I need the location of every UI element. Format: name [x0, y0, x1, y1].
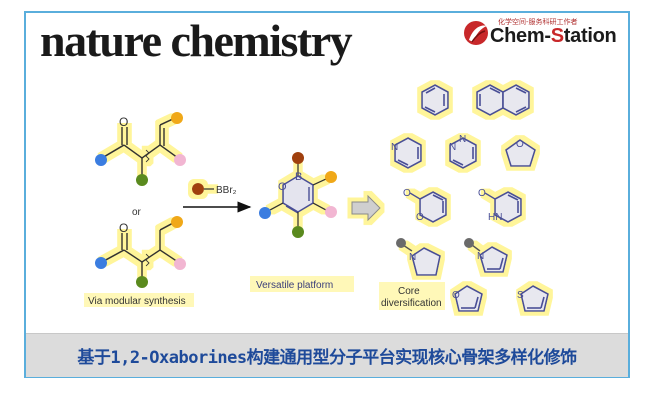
pyridazine-n2-label: N	[459, 134, 466, 145]
substituent-pink	[325, 206, 337, 218]
thiophene-ring-icon	[520, 285, 549, 312]
pyridone-nh-label: HN	[488, 212, 502, 223]
substituent-blue	[95, 257, 107, 269]
benzene-ring-icon	[421, 84, 449, 116]
precursor-or-label: or	[132, 207, 142, 218]
precursor-caption: Via modular synthesis	[88, 296, 186, 307]
precursor-alkene	[101, 117, 179, 178]
naphthalene-ring-icon	[476, 84, 530, 116]
pyranone-carbonyl-o-label: O	[403, 188, 411, 199]
substituent-brown	[192, 183, 204, 195]
substituent-green	[136, 276, 148, 288]
reagent-label: BBr₂	[216, 185, 237, 196]
core-caption-line2: diversification	[381, 298, 442, 309]
substituent-orange	[325, 171, 337, 183]
caption-highlight	[379, 282, 445, 310]
logo-name-prefix: Chem-	[490, 25, 551, 47]
substituent-blue	[95, 154, 107, 166]
caption-highlight	[84, 293, 194, 307]
pyrrole-n-label: N	[477, 251, 484, 262]
caption-banner: 基于1,2-Oxaborines构建通用型分子平台实现核心骨架多样化修饰	[26, 333, 628, 377]
substituent-green	[292, 226, 304, 238]
reaction-scheme: O or O Via modular synthesis BBr₂	[84, 84, 549, 312]
substituent-grey	[464, 238, 474, 248]
precursor2-carbonyl-oxygen: O	[119, 221, 128, 235]
caption-highlight	[250, 276, 354, 292]
substituent-blue	[259, 207, 271, 219]
core-caption-line1: Core	[398, 286, 420, 297]
pyranone-ring-icon	[409, 191, 447, 223]
logo-tagline: 化学空间-服务科研工作者	[498, 18, 578, 26]
pyridone-carbonyl-o-label: O	[478, 188, 486, 199]
logo-name-accent: S	[550, 25, 564, 47]
pyridine-n-label: N	[391, 142, 398, 153]
figure-frame	[24, 11, 630, 378]
pyridone-ring-icon	[484, 191, 522, 223]
reagent-group	[192, 183, 214, 195]
precursor-alkyl	[101, 221, 179, 280]
logo-name: Chem-Station	[490, 25, 617, 48]
pyrrole-ring-icon	[471, 244, 508, 273]
thf-o-label: O	[516, 139, 524, 150]
precursor1-carbonyl-oxygen: O	[119, 115, 128, 129]
pyridine-ring-icon	[394, 137, 422, 169]
logo-name-suffix: tation	[563, 25, 617, 47]
platform-caption: Versatile platform	[256, 280, 333, 291]
substituent-orange	[171, 112, 183, 124]
pyrrolidine-n-label: N	[409, 252, 416, 263]
thiophene-s-label: S	[517, 290, 524, 301]
pyridazine-n1-label: N	[449, 142, 456, 153]
tetrahydrofuran-ring-icon	[505, 139, 536, 167]
furan-ring-icon	[454, 285, 483, 312]
substituent-pink	[174, 154, 186, 166]
furan-o-label: O	[452, 290, 460, 301]
chem-station-swirl-icon	[464, 21, 488, 45]
substituent-grey	[396, 238, 406, 248]
substituent-brown	[292, 152, 304, 164]
platform-boron-label: B	[295, 171, 302, 183]
platform-oxygen-label: O	[278, 181, 287, 193]
pyranone-ring-o-label: O	[416, 212, 424, 223]
substituent-pink	[174, 258, 186, 270]
chem-station-logo: 化学空间-服务科研工作者 Chem-Station	[463, 16, 633, 50]
oxaborine-platform	[269, 160, 327, 226]
pyridazine-ring-icon	[449, 137, 477, 169]
substituent-orange	[171, 216, 183, 228]
diversification-arrow-icon	[351, 194, 381, 222]
substituent-green	[136, 174, 148, 186]
journal-title: nature chemistry	[40, 15, 353, 66]
